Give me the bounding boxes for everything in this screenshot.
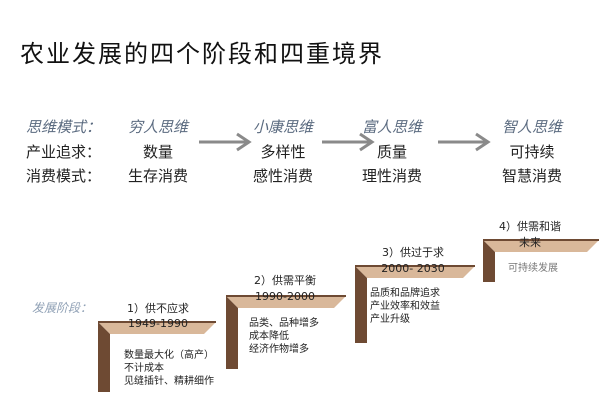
stage-feature: 成本降低 [249,329,289,342]
cell-consumption-2: 感性消费 [252,167,313,185]
stage-title: 2）供需平衡 [254,273,316,287]
stage-feature: 产业升级 [370,312,410,325]
row-label-thinking-mode: 思维模式： [26,118,102,136]
stage-feature: 经济作物增多 [249,342,309,355]
row-label-industry-pursuit: 产业追求： [26,143,102,161]
cell-mode-1: 穷人思维 [127,118,188,136]
arrow-right-icon [322,132,375,152]
cell-consumption-1: 生存消费 [127,167,188,185]
stage-title: 3）供过于求 [382,245,444,259]
cell-consumption-4: 智慧消费 [501,167,562,185]
stage-feature: 可持续发展 [508,261,558,274]
cell-pursuit-4: 可持续 [509,143,555,161]
step-riser [355,266,367,343]
cell-consumption-3: 理性消费 [361,167,422,185]
step-tread [226,296,346,308]
step-tread [98,322,216,334]
stages-label: 发展阶段： [32,301,92,315]
step-tread [483,240,599,252]
cell-mode-2: 小康思维 [252,118,313,136]
stage-title: 4）供需和谐 [499,219,561,233]
stage-period: 1949-1990 [128,317,188,330]
stage-period: 1990-2000 [255,290,315,303]
page-title: 农业发展的四个阶段和四重境界 [20,40,384,68]
stage-feature: 品类、品种增多 [249,316,319,329]
arrow-right-icon [199,132,252,152]
step-riser [226,296,238,369]
stage-title: 1）供不应求 [127,301,189,315]
row-label-consumption-mode: 消费模式： [26,167,102,185]
step-tread [355,266,475,278]
stage-feature: 不计成本 [124,361,164,374]
stage-period: 未来 [519,236,541,249]
cell-mode-3: 富人思维 [361,118,422,136]
stage-feature: 见缝插针、精耕细作 [124,374,214,387]
arrow-right-icon [438,132,491,152]
step-riser [98,322,110,392]
cell-pursuit-2: 多样性 [260,143,306,161]
stage-period: 2000- 2030 [381,262,444,275]
cell-pursuit-3: 质量 [376,143,407,161]
stage-feature: 数量最大化（高产） [124,348,214,361]
cell-pursuit-1: 数量 [142,143,173,161]
stage-feature: 产业效率和效益 [370,299,440,312]
step-riser [483,240,495,282]
cell-mode-4: 智人思维 [501,118,562,136]
stage-feature: 品质和品牌追求 [370,286,440,299]
